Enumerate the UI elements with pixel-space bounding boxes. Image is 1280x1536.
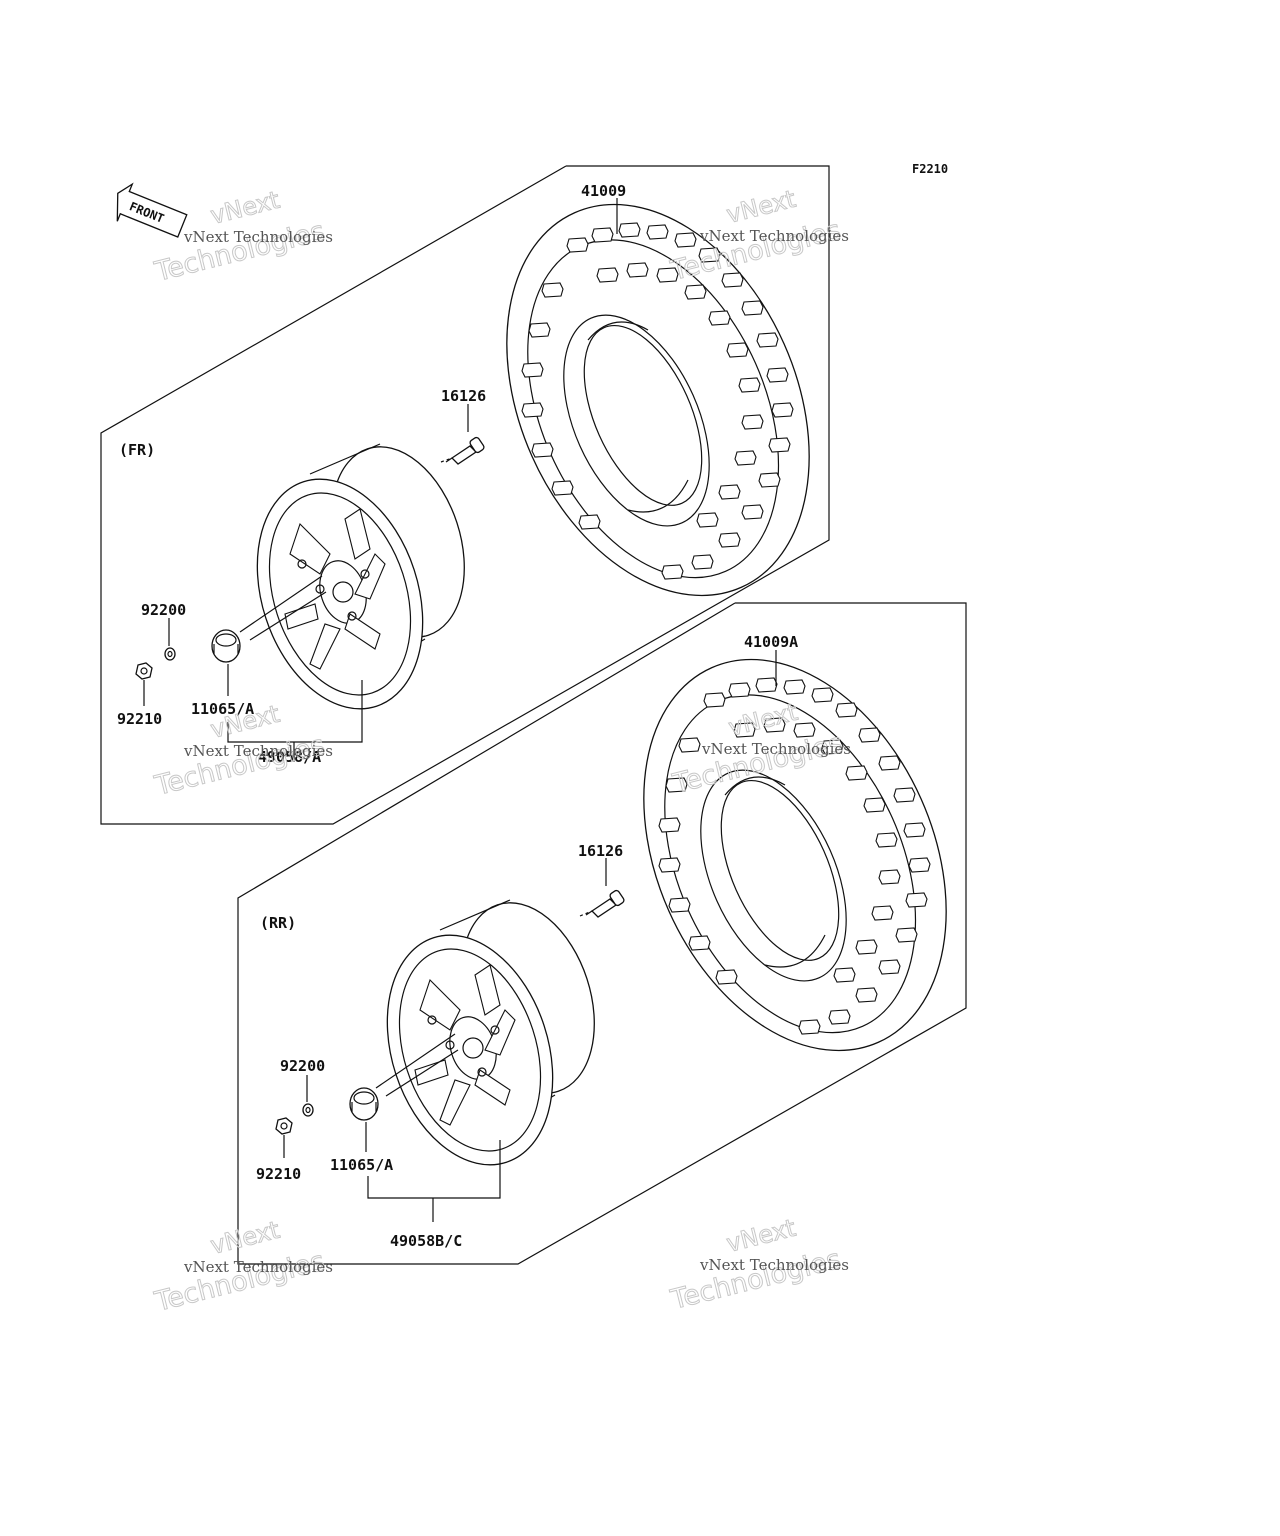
rear-tire [584, 610, 1006, 1100]
front-direction-arrow-icon: FRONT [116, 182, 188, 238]
watermark-bottom-left: vNext Technologies vNext Technologies [151, 1215, 333, 1318]
svg-text:vNext: vNext [724, 185, 799, 229]
svg-text:Technologies: Technologies [151, 730, 328, 802]
rear-valve-stem [585, 888, 626, 918]
svg-text:Technologies: Technologies [667, 1244, 844, 1316]
front-panel: (FR) [100, 155, 869, 825]
rear-wheel-part-number: 49058B/C [390, 1232, 462, 1250]
svg-text:vNext Technologies: vNext Technologies [701, 740, 851, 758]
front-nut [135, 662, 153, 680]
rear-nut-part-number: 92210 [256, 1165, 301, 1183]
front-tire-part-number: 41009 [581, 182, 626, 200]
front-nut-part-number: 92210 [117, 710, 162, 728]
front-valve-stem [445, 435, 486, 465]
front-washer [164, 647, 176, 661]
rear-wheel-rim [358, 884, 618, 1187]
svg-text:vNext Technologies: vNext Technologies [699, 1256, 849, 1274]
svg-text:vNext: vNext [208, 1216, 283, 1260]
rear-panel: (RR) [237, 602, 1006, 1265]
svg-text:Technologies: Technologies [151, 1246, 328, 1318]
front-wheel-rim [228, 428, 488, 731]
watermark-mid-left: vNext Technologies vNext Technologies [151, 699, 333, 802]
front-wheel-part-number: 49058/A [258, 748, 321, 766]
front-center-cap [211, 629, 241, 663]
rear-tire-part-number: 41009A [744, 633, 798, 651]
svg-text:vNext Technologies: vNext Technologies [699, 227, 849, 245]
rear-valve-part-number: 16126 [578, 842, 623, 860]
front-washer-part-number: 92200 [141, 601, 186, 619]
rear-panel-frame [237, 602, 967, 1265]
svg-text:vNext Technologies: vNext Technologies [183, 1258, 333, 1276]
front-valve-part-number: 16126 [441, 387, 486, 405]
front-cap-part-number: 11065/A [191, 700, 254, 718]
svg-text:vNext: vNext [724, 1214, 799, 1258]
watermark-bottom-right: vNext Technologies vNext Technologies [667, 1213, 849, 1316]
svg-text:vNext Technologies: vNext Technologies [183, 742, 333, 760]
front-panel-frame [100, 165, 830, 825]
rear-cap-part-number: 11065/A [330, 1156, 393, 1174]
rear-washer [302, 1103, 314, 1117]
rear-nut [275, 1117, 293, 1135]
rear-center-cap [349, 1087, 379, 1121]
diagram-code: F2210 [912, 162, 948, 176]
rear-washer-part-number: 92200 [280, 1057, 325, 1075]
svg-text:Technologies: Technologies [667, 215, 844, 287]
front-section-label: (FR) [119, 441, 155, 459]
svg-text:vNext: vNext [208, 186, 283, 230]
svg-text:vNext Technologies: vNext Technologies [183, 228, 333, 246]
rear-section-label: (RR) [260, 914, 296, 932]
